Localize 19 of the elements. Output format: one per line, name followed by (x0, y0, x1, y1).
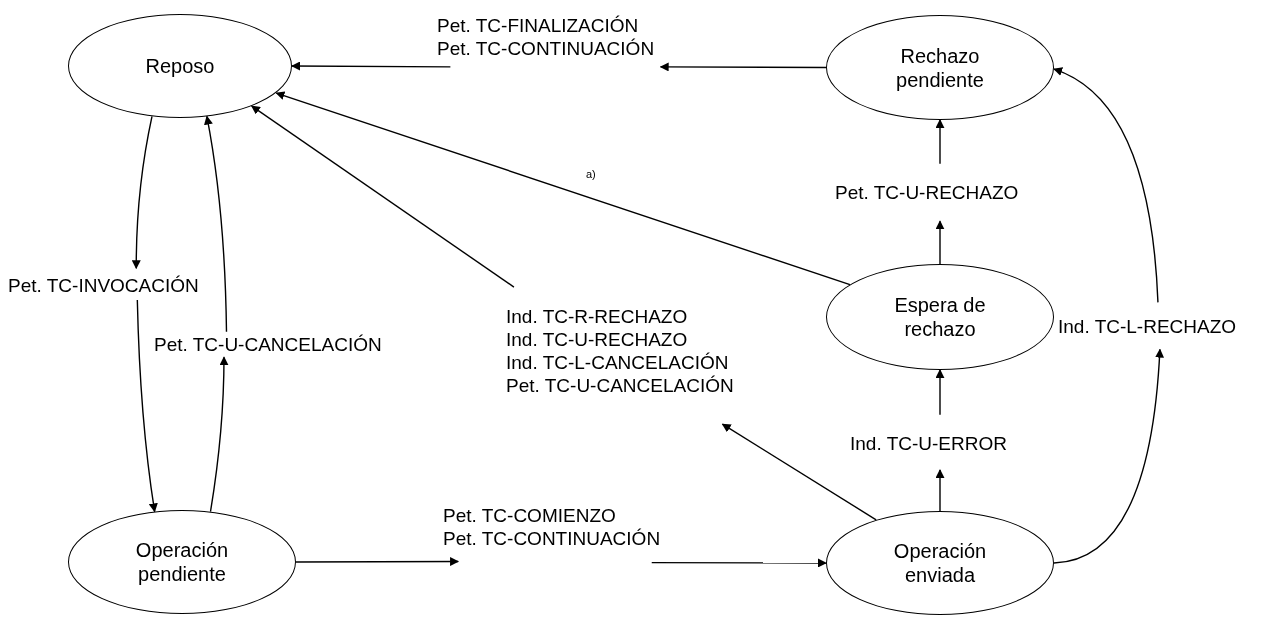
state-name: Reposo (145, 54, 215, 78)
arrow (1053, 348, 1164, 564)
arrow (291, 61, 452, 71)
arrow (659, 62, 827, 72)
arrow (1053, 68, 1159, 304)
note-label: a) (586, 167, 596, 182)
arrow (250, 105, 515, 288)
state-name: Operación pendiente (134, 538, 230, 586)
arrow (935, 119, 945, 165)
state-name: Operación enviada (892, 539, 988, 587)
arrow (935, 220, 945, 265)
arrow (295, 557, 460, 566)
state-name: Rechazo pendiente (895, 43, 985, 92)
arrow (275, 91, 851, 286)
arrow (935, 369, 945, 416)
arrow (935, 469, 945, 512)
arrow (721, 423, 877, 521)
arrow (651, 558, 827, 568)
state-name: Espera de rechazo (893, 293, 987, 341)
